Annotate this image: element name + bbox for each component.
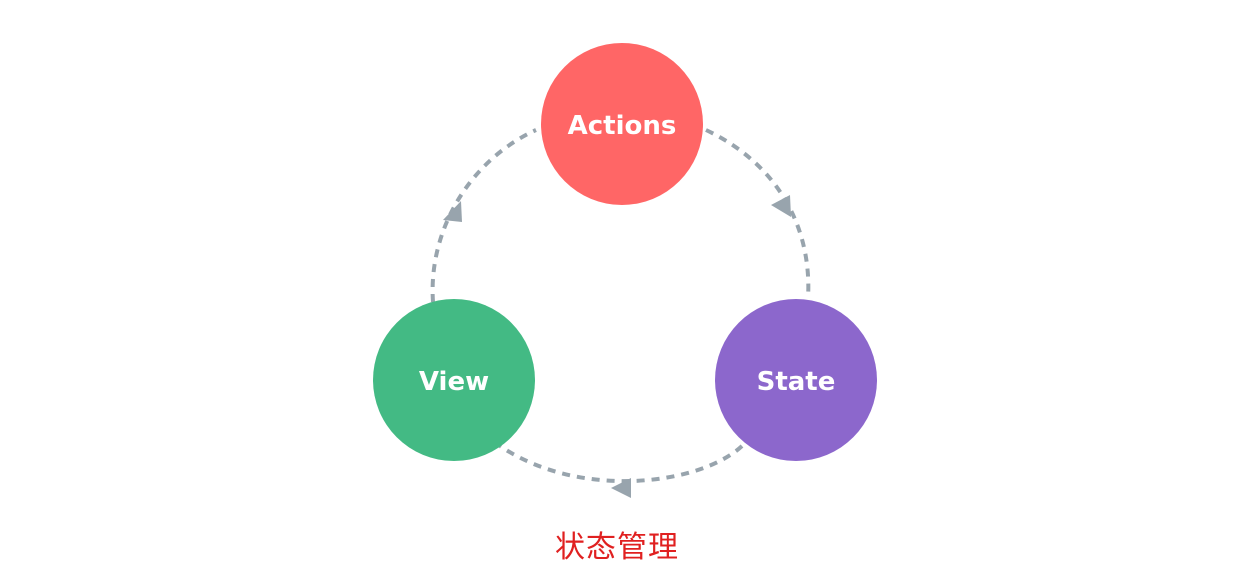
- connector-view-to-actions: [430, 128, 537, 303]
- arrowhead-to-view-icon: [611, 478, 631, 498]
- node-view: View: [373, 299, 535, 461]
- diagram-caption-text: 状态管理: [555, 530, 679, 565]
- connector-actions-to-state: [705, 128, 811, 299]
- arrowhead-to-state-icon: [771, 195, 791, 217]
- node-actions-label: Actions: [568, 111, 677, 141]
- node-state-label: State: [757, 367, 836, 397]
- arrowhead-to-actions-icon: [443, 201, 462, 222]
- connector-state-to-view: [498, 444, 744, 484]
- node-view-label: View: [419, 367, 489, 397]
- node-state: State: [715, 299, 877, 461]
- diagram-caption: 状态管理: [0, 522, 1248, 566]
- node-actions: Actions: [541, 43, 703, 205]
